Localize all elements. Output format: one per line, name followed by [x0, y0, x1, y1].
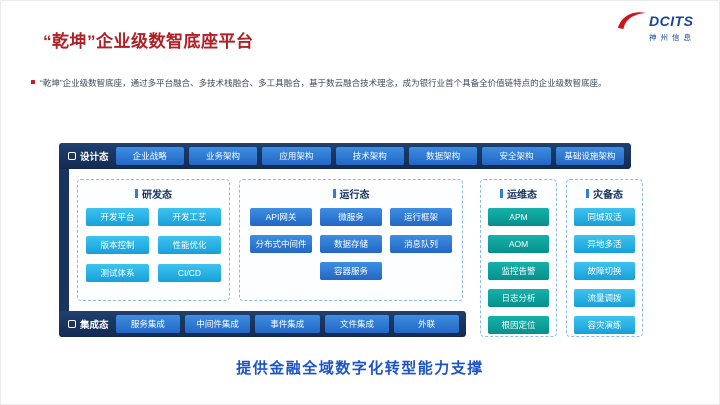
design-item: 企业战略: [115, 147, 184, 165]
dr-items: 同城双活异地多活故障切换流量调拨容灾演练: [574, 208, 635, 334]
ops-state-box: 运维态 APM AOM 监控告警日志分析根因定位: [480, 179, 557, 337]
intro-bullet: “乾坤”企业级数智底座，通过多平台融合、多技术栈融合、多工具融合，基于数云融合技…: [31, 77, 701, 89]
run-item: 容器服务: [320, 262, 382, 280]
bullet-marker-icon: [31, 80, 35, 84]
dr-item: 流量调拨: [574, 289, 635, 307]
dev-item: 测试体系: [86, 264, 149, 282]
design-item: 安全架构: [482, 147, 551, 165]
run-item: 消息队列: [390, 235, 452, 253]
design-items: 企业战略业务架构应用架构技术架构数据架构安全架构基础设施架构: [115, 147, 625, 165]
run-state-title: 运行态: [339, 190, 370, 201]
tick-icon: [586, 189, 589, 198]
integration-item: 外联: [394, 315, 460, 333]
design-item: 数据架构: [408, 147, 478, 165]
run-item: 分布式中间件: [250, 235, 312, 253]
ops-state-title: 运维态: [507, 190, 537, 201]
design-layer-label: 设计态: [68, 149, 109, 163]
design-item: 技术架构: [335, 147, 404, 165]
integration-item: 服务集成: [115, 315, 181, 333]
dev-item: 开发工艺: [158, 208, 221, 226]
integration-item: 事件集成: [254, 315, 320, 333]
run-items: API网关微服务运行框架 分布式中间件数据存储消息队列 容器服务: [250, 208, 452, 280]
run-item: 微服务: [320, 208, 382, 226]
ops-items: APM AOM 监控告警日志分析根因定位: [488, 208, 549, 334]
ops-item: 根因定位: [488, 316, 549, 334]
run-item: 运行框架: [390, 208, 452, 226]
left-connector-bar: [59, 143, 69, 337]
run-row-3: 容器服务: [250, 262, 452, 280]
integration-layer-label: 集成态: [68, 317, 109, 331]
dr-state-box: 灾备态 同城双活异地多活故障切换流量调拨容灾演练: [566, 179, 643, 337]
layer-icon: [68, 152, 76, 160]
dr-item: 故障切换: [574, 262, 635, 280]
dr-state-header: 灾备态: [574, 186, 635, 201]
dev-items: 开发平台开发工艺版本控制性能优化测试体系 CI/CD: [86, 208, 221, 282]
footer-slogan: 提供金融全域数字化转型能力支撑: [236, 360, 484, 377]
run-state-header: 运行态: [250, 186, 452, 201]
tick-icon: [500, 189, 503, 198]
dev-state-header: 研发态: [86, 186, 221, 201]
logo: DCITS 神州信息: [617, 11, 695, 43]
logo-brand: DCITS: [649, 13, 694, 29]
design-item: 业务架构: [188, 147, 258, 165]
run-item: API网关: [250, 208, 312, 226]
logo-swoosh-icon: [618, 12, 646, 30]
intro-text: “乾坤”企业级数智底座，通过多平台融合、多技术栈融合、多工具融合，基于数云融合技…: [40, 78, 607, 88]
tick-icon: [332, 189, 336, 198]
integration-layer-title: 集成态: [80, 320, 109, 331]
dr-state-title: 灾备态: [593, 190, 623, 201]
tick-icon: [135, 189, 138, 198]
ops-item: 监控告警: [488, 262, 549, 280]
dr-item: 容灾演练: [574, 316, 635, 334]
design-item: 应用架构: [262, 147, 331, 165]
integration-layer-bar: 集成态 服务集成中间件集成事件集成文件集成外联: [59, 311, 466, 337]
ops-item: APM: [488, 208, 549, 226]
design-item: 基础设施架构: [555, 147, 625, 165]
layer-icon: [68, 320, 76, 328]
integration-item: 中间件集成: [185, 315, 250, 333]
dev-state-title: 研发态: [142, 190, 172, 201]
logo-company: 神州信息: [649, 33, 695, 42]
ops-item: 日志分析: [488, 289, 549, 307]
dr-item: 同城双活: [574, 208, 635, 226]
logo-row: DCITS: [617, 11, 695, 31]
run-item: 数据存储: [320, 235, 382, 253]
dev-state-box: 研发态 开发平台开发工艺版本控制性能优化测试体系 CI/CD: [77, 179, 230, 301]
run-row-2: 分布式中间件数据存储消息队列: [250, 235, 452, 253]
ops-item: AOM: [488, 235, 549, 253]
dev-item: CI/CD: [158, 264, 221, 282]
dev-item: 版本控制: [86, 236, 149, 254]
integration-item: 文件集成: [324, 315, 390, 333]
dev-item: 开发平台: [86, 208, 149, 226]
ops-state-header: 运维态: [488, 186, 549, 201]
dr-item: 异地多活: [574, 235, 635, 253]
run-state-box: 运行态 API网关微服务运行框架 分布式中间件数据存储消息队列 容器服务: [239, 179, 463, 301]
run-row-1: API网关微服务运行框架: [250, 208, 452, 226]
page-title: “乾坤”企业级数智底座平台: [43, 32, 254, 51]
design-layer-bar: 设计态 企业战略业务架构应用架构技术架构数据架构安全架构基础设施架构: [59, 143, 631, 169]
integration-items: 服务集成中间件集成事件集成文件集成外联: [115, 315, 460, 333]
design-layer-title: 设计态: [80, 152, 109, 163]
dev-item: 性能优化: [158, 236, 221, 254]
